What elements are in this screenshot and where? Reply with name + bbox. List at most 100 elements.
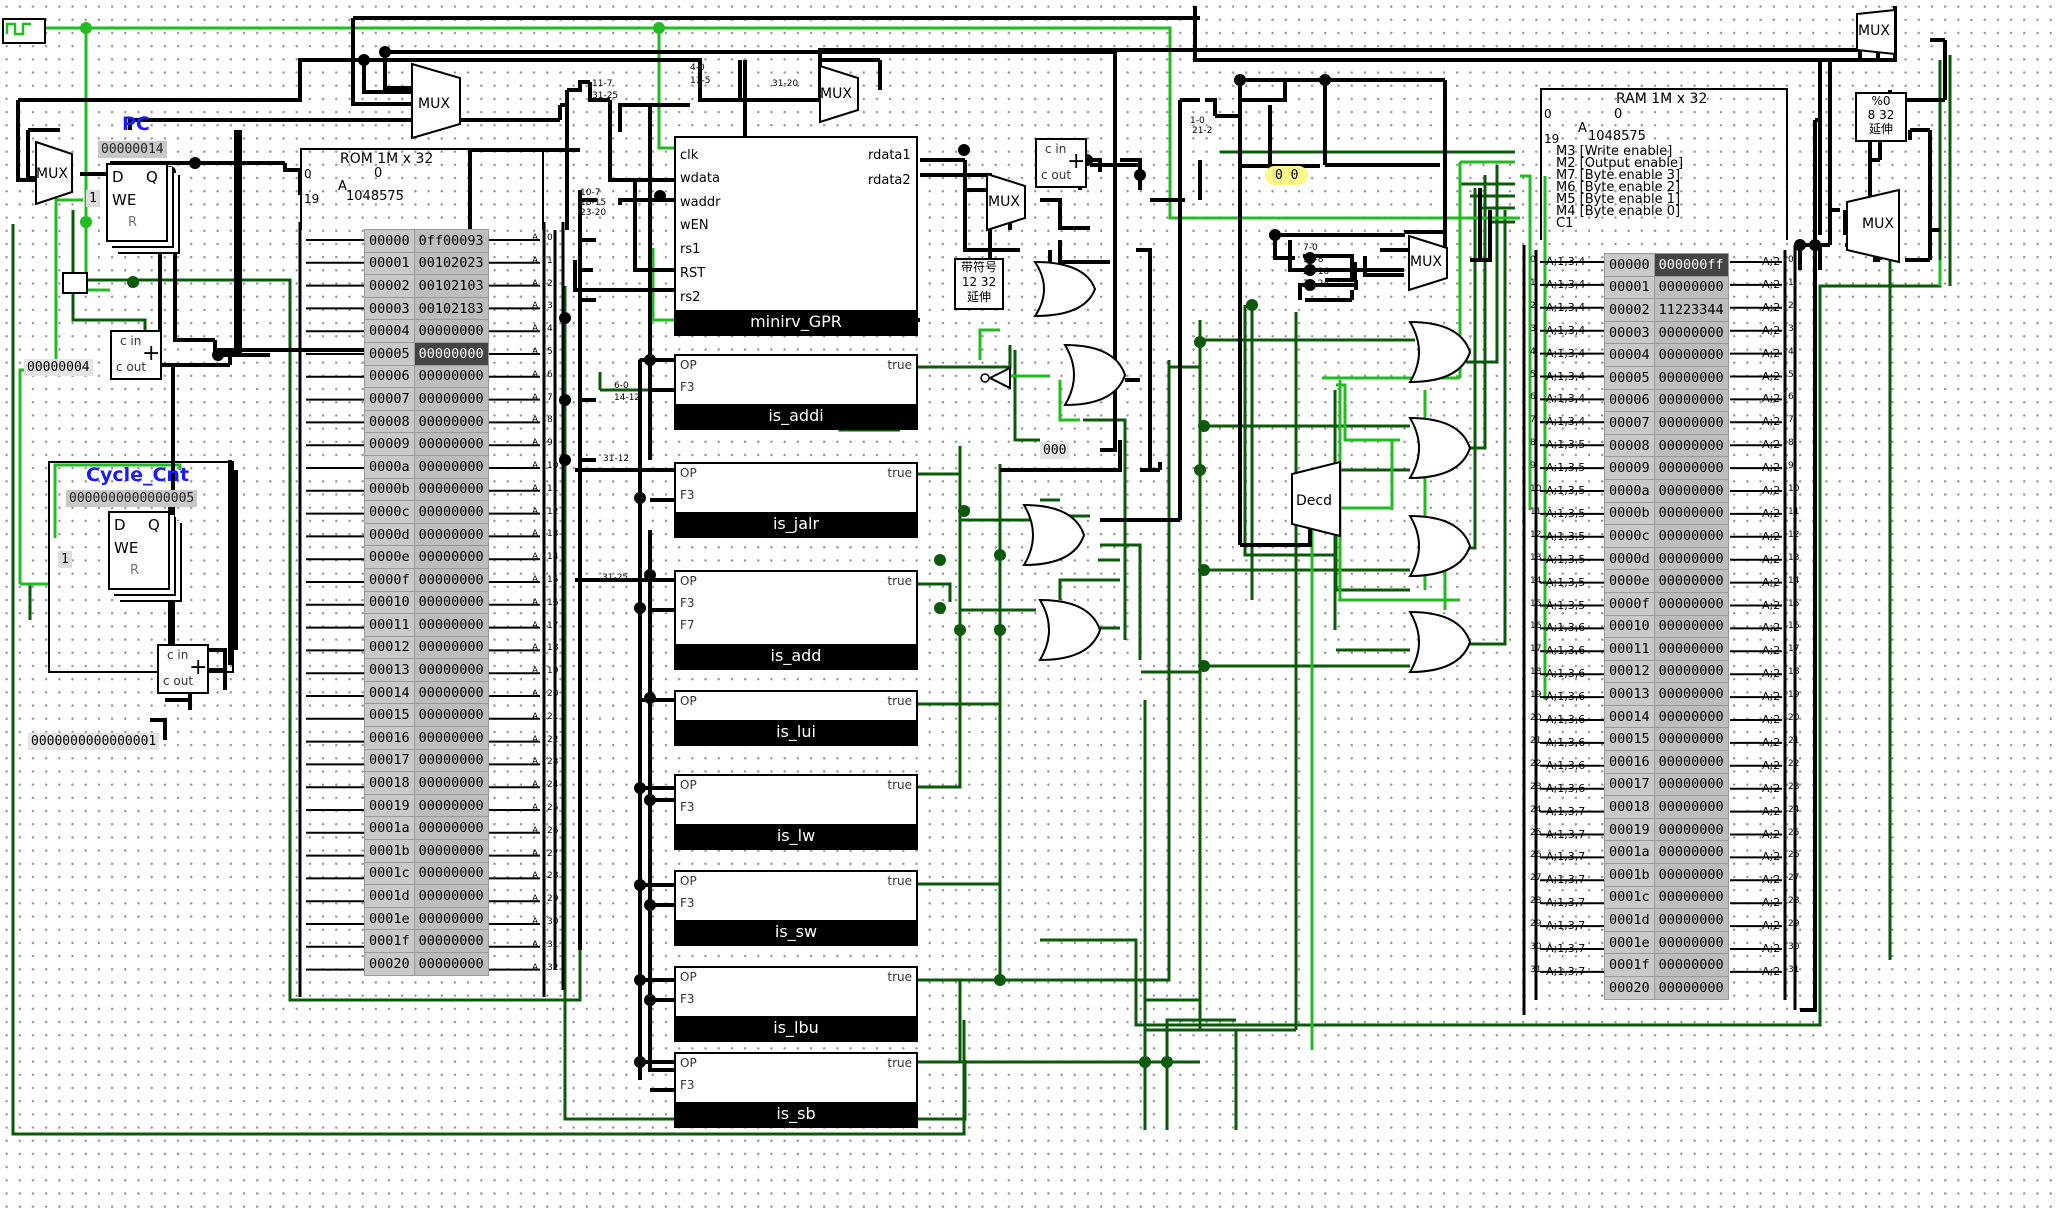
rom-out-pin-label: A: [532, 392, 539, 403]
rom-word[interactable]: 00000000: [413, 454, 489, 479]
rom-word[interactable]: 00000000: [413, 952, 489, 976]
ram-bit-index: 17: [1788, 644, 1800, 655]
rom-word[interactable]: 00000000: [413, 793, 489, 818]
rom-word[interactable]: 00000000: [413, 635, 489, 660]
rom-word[interactable]: 00000000: [413, 726, 489, 750]
ram-bit-index: 15: [1530, 598, 1542, 609]
rom-word[interactable]: 00102023: [413, 251, 489, 276]
ram-word[interactable]: 00000000: [1653, 953, 1729, 977]
rom-word[interactable]: 0ff00093: [413, 229, 489, 253]
ram-word[interactable]: 00000000: [1653, 275, 1729, 300]
ram-word[interactable]: 00000000: [1653, 750, 1729, 774]
ram-word[interactable]: 00000000: [1653, 320, 1729, 345]
ram-word[interactable]: 00000000: [1653, 637, 1729, 661]
memory-bus-rails: [298, 222, 1797, 1015]
rom-address: 00018: [364, 771, 415, 795]
rom-word[interactable]: 00000000: [413, 387, 489, 411]
ram-word[interactable]: 00000000: [1653, 817, 1729, 842]
ram-word[interactable]: 000000ff: [1653, 253, 1729, 277]
rom-word[interactable]: 00000000: [413, 319, 489, 343]
ram-in-pin-label: A;1,3,6: [1546, 758, 1586, 772]
ram-word[interactable]: 00000000: [1653, 546, 1729, 571]
ram-bit-index: 27: [1788, 873, 1800, 884]
rom-word[interactable]: 00000000: [413, 748, 489, 773]
rom-word[interactable]: 00102183: [413, 296, 489, 321]
rom-word[interactable]: 00000000: [413, 906, 489, 931]
gpr-input-pin: wEN: [680, 218, 709, 233]
ram-title: RAM 1M x 32: [1616, 91, 1708, 107]
rom-word[interactable]: 00102103: [413, 274, 489, 298]
ram-in-pin-label: A;1,3,4: [1546, 277, 1586, 291]
ram-in-pin-label: A;1,3,5: [1546, 598, 1586, 612]
ram-word[interactable]: 00000000: [1653, 727, 1729, 752]
ram-in-pin-label: A;1,3,6: [1546, 644, 1586, 658]
rom-word[interactable]: 00000000: [413, 703, 489, 728]
rom-word[interactable]: 00000000: [413, 432, 489, 456]
tty-monitor-icon[interactable]: [62, 272, 88, 294]
ram-word[interactable]: 00000000: [1653, 682, 1729, 706]
rom-word[interactable]: 00000000: [413, 861, 489, 886]
ram-word[interactable]: 00000000: [1653, 885, 1729, 910]
ram-word[interactable]: 00000000: [1653, 908, 1729, 932]
ram-word[interactable]: 00000000: [1653, 343, 1729, 367]
rom-out-pin-label: A: [532, 506, 539, 517]
ram-word[interactable]: 00000000: [1653, 772, 1729, 797]
ram-word[interactable]: 00000000: [1653, 659, 1729, 684]
ram-frame: [1540, 88, 1788, 240]
ram-address: 0000a: [1604, 478, 1655, 503]
clock-input[interactable]: [2, 18, 46, 44]
rom-word[interactable]: 00000000: [413, 341, 489, 366]
ram-word[interactable]: 00000000: [1653, 411, 1729, 435]
ram-word[interactable]: 00000000: [1653, 388, 1729, 413]
ram-word[interactable]: 00000000: [1653, 795, 1729, 819]
ram-word[interactable]: 00000000: [1653, 614, 1729, 639]
ram-in-pin-label: A;1,3,6: [1546, 781, 1586, 795]
ram-bit-index: 31: [1788, 964, 1800, 975]
ram-word[interactable]: 00000000: [1653, 433, 1729, 458]
ram-word[interactable]: 00000000: [1653, 930, 1729, 955]
ram-address: 0001c: [1604, 885, 1655, 910]
decoder-input-pin: F3: [680, 896, 695, 910]
ram-word[interactable]: 00000000: [1653, 456, 1729, 480]
rom-word[interactable]: 00000000: [413, 522, 489, 547]
zero-ext-label-bits: 8 32: [1867, 108, 1895, 122]
ram-word[interactable]: 00000000: [1653, 840, 1729, 865]
rom-out-pin-label: A: [532, 438, 539, 449]
rom-word[interactable]: 00000000: [413, 590, 489, 615]
ram-word[interactable]: 00000000: [1653, 591, 1729, 616]
ram-word[interactable]: 11223344: [1653, 298, 1729, 322]
rom-word[interactable]: 00000000: [413, 409, 489, 434]
ram-word[interactable]: 00000000: [1653, 863, 1729, 887]
rom-bit-index: 0: [547, 233, 553, 243]
ram-in-pin-label: A;1,3,5: [1546, 575, 1586, 589]
ram-word[interactable]: 00000000: [1653, 478, 1729, 503]
ram-bit-index: 1: [1530, 277, 1536, 288]
ram-word[interactable]: 00000000: [1653, 704, 1729, 729]
ram-word[interactable]: 00000000: [1653, 365, 1729, 390]
ram-out-pin-label: A;2: [1762, 255, 1781, 268]
probe-value[interactable]: 0 0: [1265, 166, 1309, 185]
rom-address: 00011: [364, 613, 415, 637]
ram-word[interactable]: 00000000: [1653, 501, 1729, 526]
ram-word[interactable]: 00000000: [1653, 524, 1729, 548]
rom-word[interactable]: 00000000: [413, 884, 489, 908]
ram-bit-index: 11: [1788, 506, 1800, 517]
ram-bit-lines: [1540, 261, 1782, 973]
rom-word[interactable]: 00000000: [413, 500, 489, 524]
ram-in-pin-label: A;1,3,4: [1546, 323, 1586, 337]
rom-bit-index: 27: [547, 848, 559, 859]
ram-word[interactable]: 00000000: [1653, 569, 1729, 593]
ram-word[interactable]: 00000000: [1653, 976, 1729, 1000]
